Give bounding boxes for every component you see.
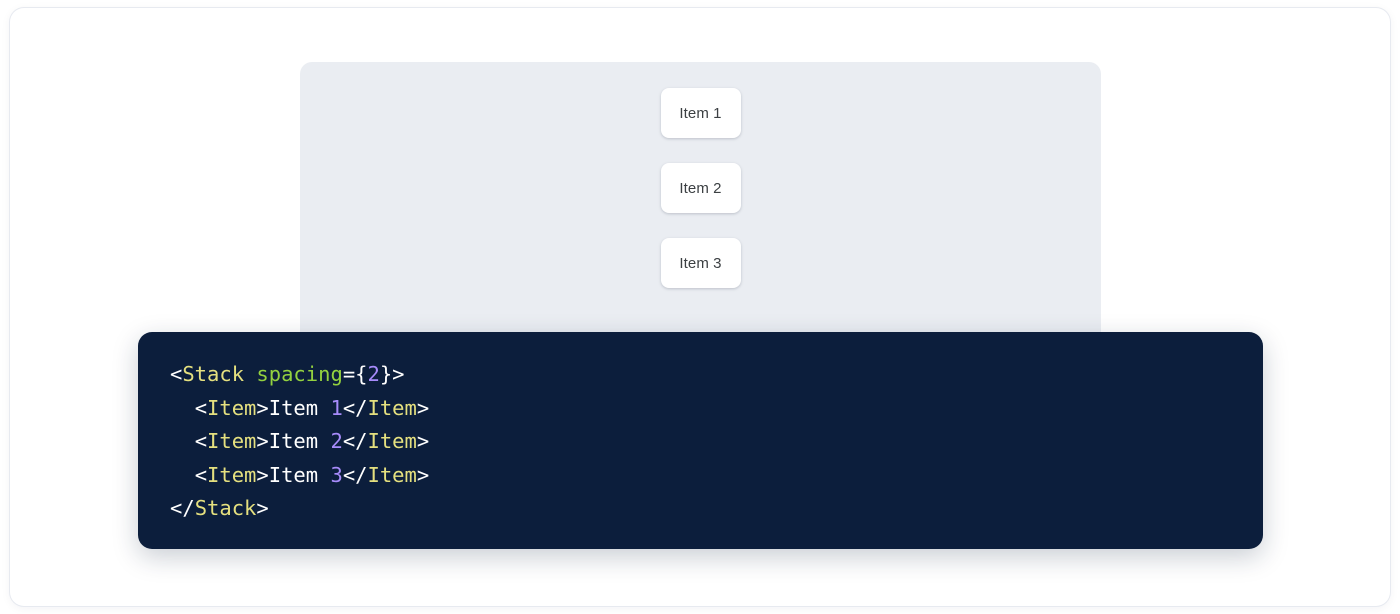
code-token (244, 362, 256, 386)
code-token: < (194, 395, 208, 420)
code-token: < (194, 462, 208, 487)
code-token: spacing (256, 362, 343, 386)
code-token: Stack (194, 496, 257, 521)
code-token: Item (207, 395, 257, 420)
code-token: Item (367, 395, 417, 420)
code-token: }> (379, 362, 405, 386)
code-token: Item (268, 395, 331, 420)
code-token: </ (170, 496, 195, 521)
code-line: <Stack spacing={2}> (170, 358, 1231, 392)
code-token: < (194, 429, 208, 454)
code-line: <Item>Item 2</Item> (170, 425, 1231, 459)
code-line: <Item>Item 3</Item> (170, 459, 1231, 493)
code-token: </ (342, 395, 368, 420)
stack-item-label: Item 2 (679, 179, 722, 197)
code-token: > (256, 462, 269, 487)
code-token: Item (268, 429, 331, 454)
code-token: Item (268, 462, 331, 487)
code-token: 1 (330, 395, 343, 420)
code-token: > (416, 395, 430, 420)
code-token: > (256, 395, 269, 420)
stack-item-label: Item 3 (679, 254, 722, 272)
code-token: </ (342, 462, 368, 487)
code-token: > (416, 462, 430, 487)
code-indent (170, 429, 195, 453)
code-token: > (416, 429, 430, 454)
code-token: Stack (182, 362, 245, 386)
stack-item-card[interactable]: Item 2 (660, 163, 741, 213)
code-line: </Stack> (170, 492, 1231, 526)
component-preview-panel: Item 1 Item 2 Item 3 (300, 62, 1101, 352)
stack-container: Item 1 Item 2 Item 3 (300, 88, 1101, 288)
stack-item-card[interactable]: Item 3 (660, 238, 741, 288)
code-content: <Stack spacing={2}> <Item>Item 1</Item> … (170, 358, 1231, 526)
code-token: > (256, 496, 269, 521)
code-indent (170, 396, 195, 420)
code-token: Item (367, 462, 417, 487)
code-indent (170, 463, 195, 487)
code-line: <Item>Item 1</Item> (170, 392, 1231, 426)
code-token: ={ (342, 362, 368, 386)
code-token: Item (367, 429, 417, 454)
code-token: < (170, 362, 183, 386)
code-token: </ (342, 429, 368, 454)
code-snippet-block[interactable]: <Stack spacing={2}> <Item>Item 1</Item> … (138, 332, 1263, 549)
code-token: Item (207, 429, 257, 454)
code-token: 2 (367, 362, 380, 386)
stack-item-label: Item 1 (679, 104, 722, 122)
code-token: > (256, 429, 269, 454)
stack-item-card[interactable]: Item 1 (660, 88, 741, 138)
code-token: Item (207, 462, 257, 487)
code-token: 3 (330, 462, 343, 487)
code-token: 2 (330, 429, 343, 454)
